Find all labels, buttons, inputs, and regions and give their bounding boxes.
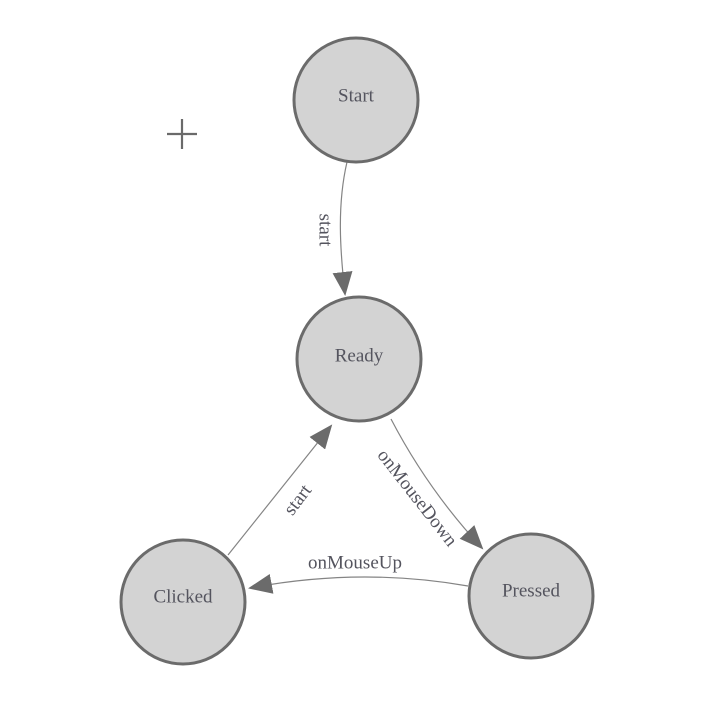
state-node-ready[interactable]: Ready: [295, 295, 423, 423]
node-label-start: Start: [338, 86, 375, 107]
edge-label-onmousedown: onMouseDown: [373, 445, 462, 551]
edge-label-start-2: start: [280, 480, 317, 519]
node-circle[interactable]: [119, 538, 247, 666]
edge-ready-to-pressed[interactable]: onMouseDown: [373, 418, 484, 551]
edge-clicked-to-ready[interactable]: start: [227, 424, 333, 556]
node-label-pressed: Pressed: [502, 581, 561, 602]
state-node-start[interactable]: Start: [292, 36, 420, 164]
edge-line[interactable]: [390, 418, 484, 550]
node-circle[interactable]: [292, 36, 420, 164]
node-circle[interactable]: [467, 532, 595, 660]
edge-label-start: start: [315, 214, 336, 247]
edge-line[interactable]: [227, 424, 333, 556]
state-node-clicked[interactable]: Clicked: [119, 538, 247, 666]
node-circle[interactable]: [295, 295, 423, 423]
edge-label-onmouseup: onMouseUp: [308, 553, 402, 574]
state-node-pressed[interactable]: Pressed: [467, 532, 595, 660]
node-label-clicked: Clicked: [153, 587, 213, 608]
edge-line[interactable]: [332, 161, 353, 296]
edge-line[interactable]: [248, 574, 469, 594]
plus-crosshair-icon: [167, 119, 197, 149]
node-label-ready: Ready: [335, 346, 384, 367]
edge-start-to-ready[interactable]: start: [315, 161, 353, 296]
edge-pressed-to-clicked[interactable]: onMouseUp: [248, 553, 469, 594]
